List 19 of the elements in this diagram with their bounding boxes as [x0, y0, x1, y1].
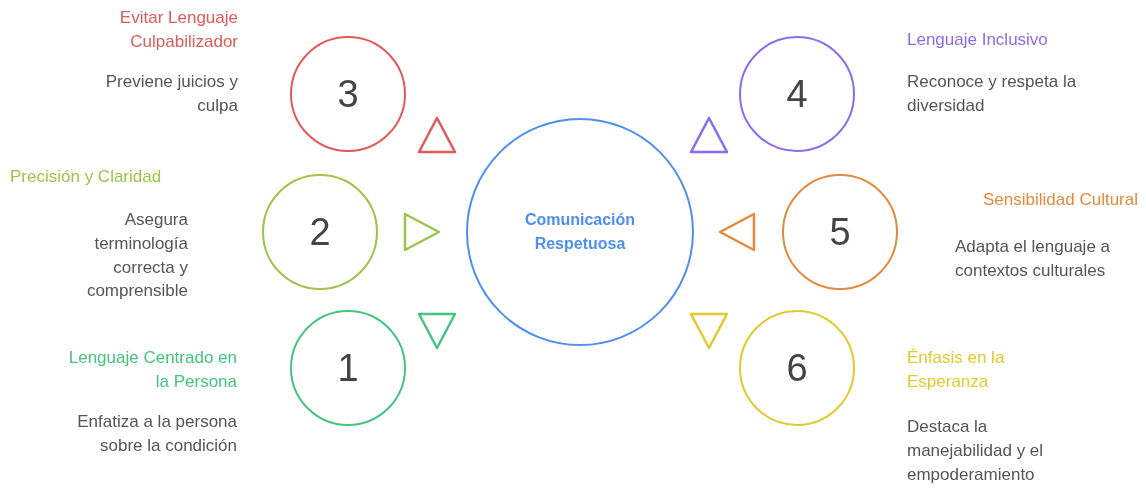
- step-description: Destaca la manejabilidad y el empoderamiento: [907, 416, 1045, 486]
- step-heading: Precisión y Claridad: [10, 166, 163, 188]
- center-label: Comunicación Respetuosa: [523, 210, 637, 254]
- step-heading: Sensibilidad Cultural: [982, 189, 1138, 211]
- step-number: 5: [829, 210, 851, 254]
- step-number: 1: [337, 346, 359, 390]
- step-number: 4: [786, 72, 808, 116]
- step-heading: Evitar Lenguaje Culpabilizador: [118, 7, 238, 53]
- step-heading: Énfasis en la Esperanza: [907, 347, 1006, 393]
- step-description: Adapta el lenguaje a contextos culturales: [955, 236, 1112, 282]
- step-description: Previene juicios y culpa: [104, 71, 238, 117]
- step-number: 3: [337, 72, 359, 116]
- step-number: 2: [309, 210, 331, 254]
- step-description: Asegura terminología correcta y comprensible: [85, 209, 188, 303]
- step-heading: Lenguaje Inclusivo: [907, 29, 1049, 51]
- step-description: Reconoce y respeta la diversidad: [907, 71, 1078, 117]
- step-heading: Lenguaje Centrado en la Persona: [67, 347, 237, 393]
- step-description: Enfatiza a la persona sobre la condición: [76, 411, 237, 457]
- step-number: 6: [786, 346, 808, 390]
